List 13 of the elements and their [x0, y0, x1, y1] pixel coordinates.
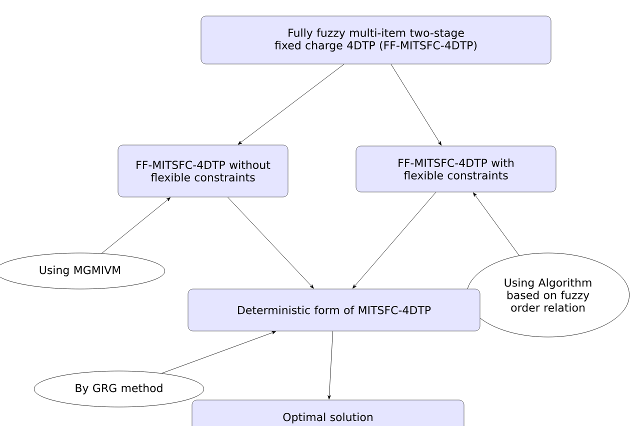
arrow — [473, 192, 520, 256]
arrow — [227, 197, 314, 289]
arrow — [352, 192, 436, 289]
arrow — [101, 197, 171, 254]
arrow — [390, 64, 442, 146]
process-box: Fully fuzzy multi-item two-stage fixed charge 4DTP (FF-MITSFC-4DTP) — [200, 16, 552, 64]
process-box: Optimal solution — [192, 400, 464, 426]
process-box: FF-MITSFC-4DTP without flexible constraints — [118, 144, 288, 198]
arrow — [162, 331, 276, 374]
process-box: Deterministic form of MITSFC-4DTP — [188, 288, 480, 332]
arrow — [238, 64, 344, 145]
process-box: FF-MITSFC-4DTP with flexible constraints — [356, 146, 556, 192]
arrow — [328, 331, 334, 400]
